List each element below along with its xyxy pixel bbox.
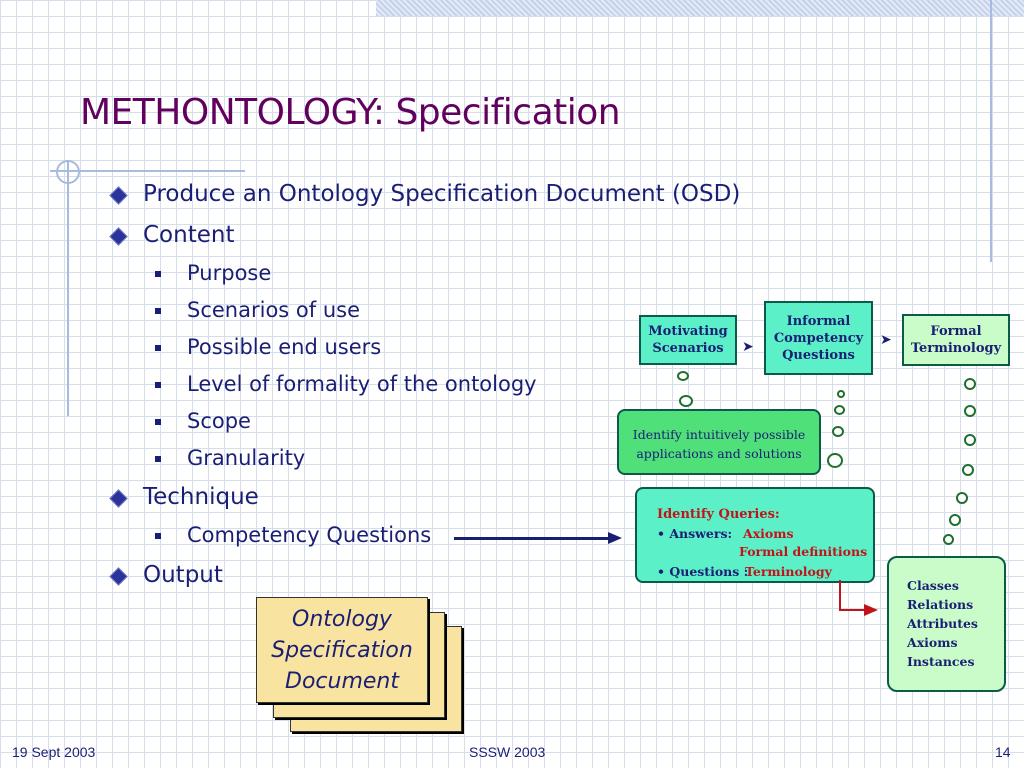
box-label: Informal Competency Questions	[773, 313, 864, 363]
bubble-icon	[964, 405, 976, 417]
classes-item: Classes	[907, 578, 959, 593]
footer-event: SSSW 2003	[469, 744, 546, 760]
slide-title: METHONTOLOGY: Specification	[80, 92, 621, 133]
document-card-line: Specification	[271, 637, 413, 663]
sub-bullet-text: Purpose	[187, 261, 272, 285]
formal-terminology-box: Formal Terminology	[902, 314, 1010, 366]
bubble-icon	[837, 390, 845, 398]
square-bullet-icon	[155, 345, 161, 351]
square-bullet-icon	[155, 533, 161, 539]
bubble-icon	[677, 371, 689, 381]
answers-axioms: Axioms	[743, 526, 794, 541]
box-label: Motivating Scenarios	[648, 324, 728, 356]
square-bullet-icon	[155, 308, 161, 314]
bubble-icon	[956, 492, 968, 504]
motivating-scenarios-box: Motivating Scenarios	[639, 315, 737, 365]
decorative-circle	[56, 160, 80, 184]
red-connector-line	[839, 580, 841, 610]
classes-item: Instances	[907, 654, 975, 669]
sub-bullet-text: Scope	[187, 409, 251, 433]
classes-item: Axioms	[907, 635, 958, 650]
bubble-icon	[834, 405, 845, 415]
sub-bullet-text: Level of formality of the ontology	[187, 372, 537, 396]
bullet-text: Produce an Ontology Specification Docume…	[143, 181, 741, 207]
right-decorative-line	[990, 0, 992, 262]
sub-bullet-text: Scenarios of use	[187, 298, 360, 322]
sub-bullet-text: Possible end users	[187, 335, 382, 359]
box-label: applications and solutions	[636, 446, 802, 461]
identify-queries-box: Identify Queries: • Answers: Axioms Form…	[635, 487, 875, 583]
footer-date: 19 Sept 2003	[12, 744, 96, 760]
informal-competency-box: Informal Competency Questions	[764, 301, 873, 375]
answers-formal-definitions: Formal definitions	[739, 544, 868, 559]
bubble-icon	[679, 395, 693, 407]
bubble-icon	[943, 534, 954, 545]
square-bullet-icon	[155, 271, 161, 277]
classes-box: Classes Relations Attributes Axioms Inst…	[887, 556, 1006, 692]
bullet-text: Content	[143, 222, 235, 248]
document-card-front: Ontology Specification Document	[256, 597, 428, 703]
red-arrowhead-icon	[864, 604, 878, 616]
sub-bullet-text: Competency Questions	[187, 523, 432, 547]
bullet-text: Output	[143, 562, 223, 588]
box-label: Identify intuitively possible	[632, 427, 806, 442]
classes-item: Attributes	[907, 616, 978, 631]
bubble-icon	[964, 378, 976, 390]
chevron-right-icon: ➤	[880, 332, 892, 348]
red-connector-line	[839, 609, 867, 611]
bubble-icon	[827, 453, 843, 468]
title-underline	[50, 170, 245, 172]
classes-item: Relations	[907, 597, 974, 612]
bubble-icon	[962, 464, 974, 476]
document-card-line: Document	[285, 668, 399, 694]
pointer-arrowhead-icon	[608, 532, 622, 544]
bubble-icon	[949, 514, 961, 526]
chevron-right-icon: ➤	[742, 339, 754, 355]
questions-terminology: Terminology	[745, 564, 832, 579]
identify-applications-box: Identify intuitively possible applicatio…	[617, 409, 821, 475]
questions-label: • Questions :	[657, 564, 749, 579]
square-bullet-icon	[155, 456, 161, 462]
square-bullet-icon	[155, 382, 161, 388]
sub-bullet-text: Granularity	[187, 446, 306, 470]
document-card-line: Ontology	[292, 606, 392, 632]
top-decorative-band	[376, 0, 1024, 16]
left-decorative-line	[67, 160, 69, 416]
queries-heading: Identify Queries:	[657, 507, 780, 522]
bullet-text: Technique	[143, 484, 259, 510]
footer-page-number: 14	[995, 744, 1011, 760]
bubble-icon	[964, 434, 976, 446]
box-label: Formal Terminology	[910, 324, 1002, 356]
pointer-arrow-line	[454, 537, 612, 540]
square-bullet-icon	[155, 419, 161, 425]
answers-label: • Answers:	[657, 526, 733, 541]
bubble-icon	[832, 426, 844, 437]
